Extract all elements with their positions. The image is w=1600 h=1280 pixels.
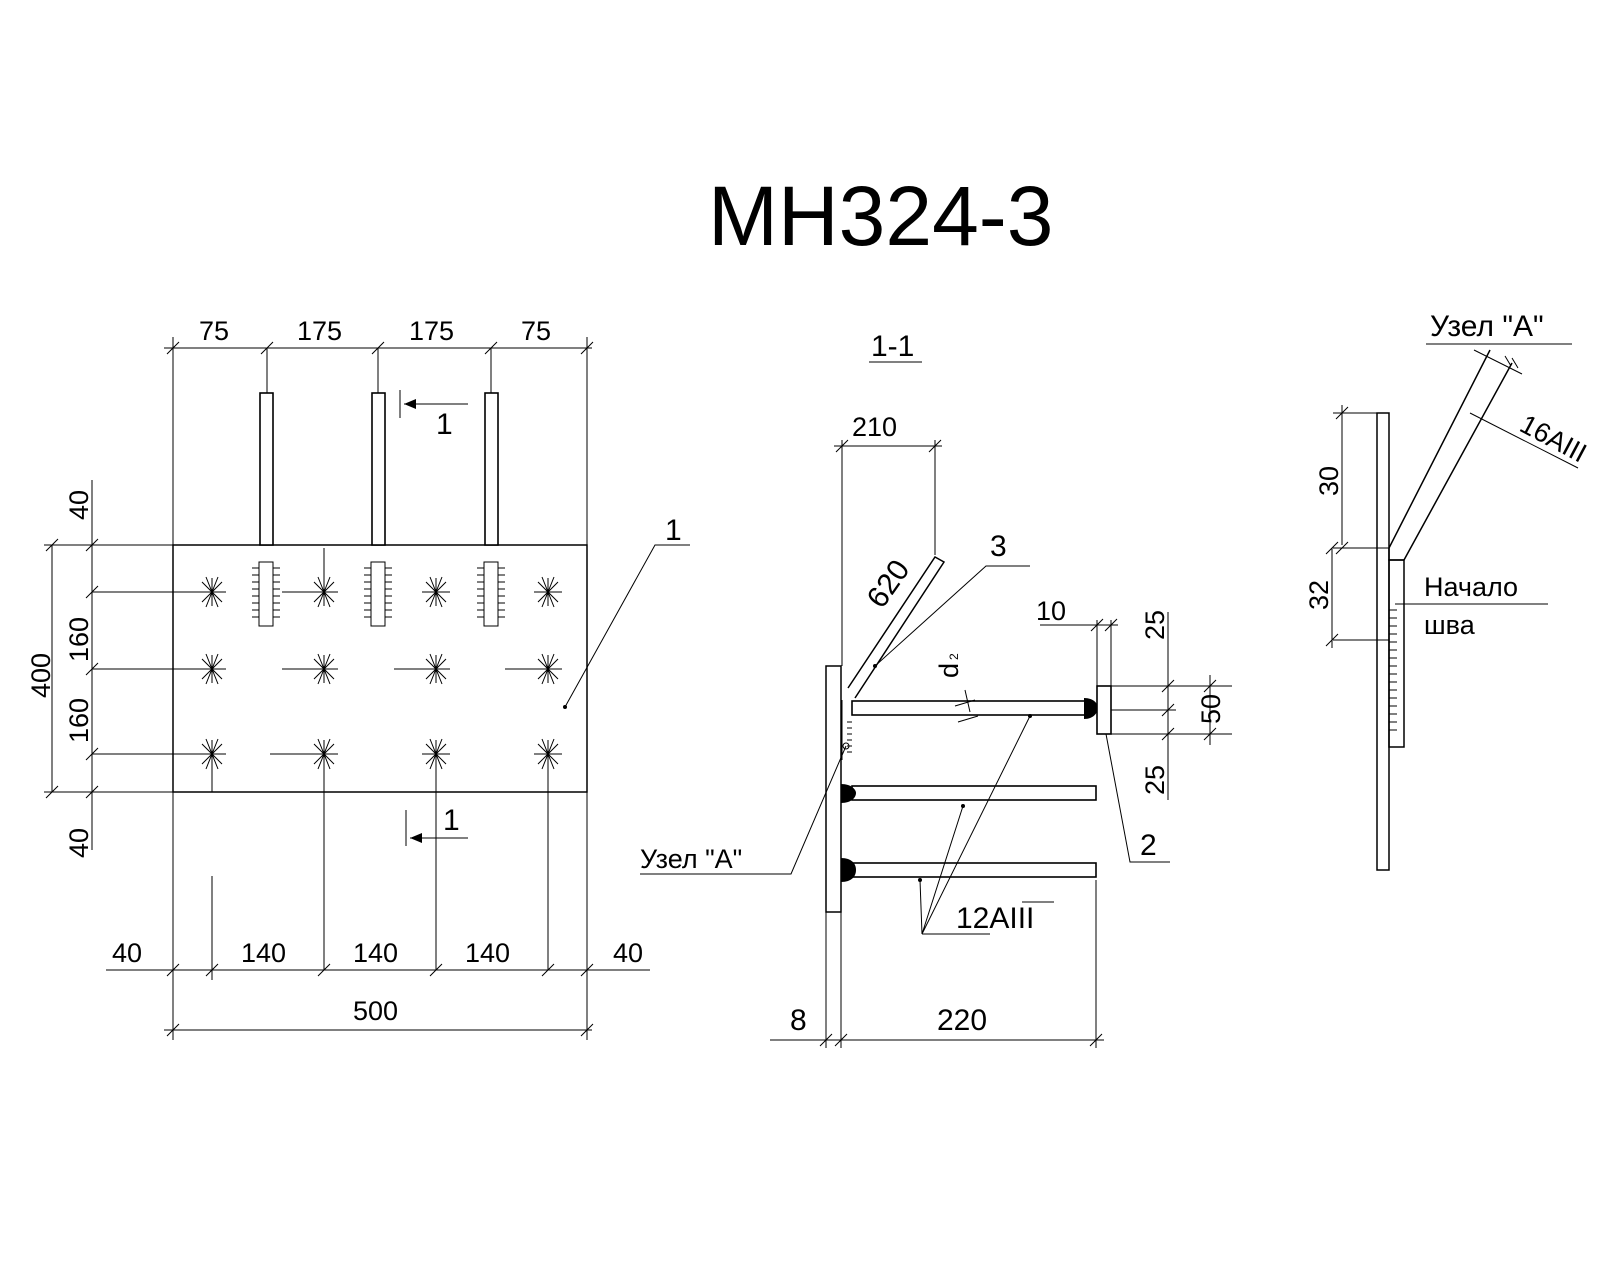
svg-text:25: 25 xyxy=(1140,610,1170,640)
anchor-bar-top-1 xyxy=(259,392,274,546)
dim-bottom-140-1: 140 xyxy=(241,938,286,968)
weld-start-line1: Начало xyxy=(1424,572,1518,602)
svg-text:30: 30 xyxy=(1314,466,1344,496)
weld-mark-1 xyxy=(252,561,280,627)
svg-text:8: 8 xyxy=(790,1004,807,1037)
anchor-bar-top-2 xyxy=(371,392,386,546)
node-a-callout: Узел "А" xyxy=(640,844,742,874)
svg-text:10: 10 xyxy=(1036,596,1066,626)
dim-left-160-upper: 160 xyxy=(64,617,94,662)
dim-bottom-40-right: 40 xyxy=(613,938,643,968)
dim-left-40-top: 40 xyxy=(64,490,94,520)
section-plate xyxy=(825,665,842,913)
node-rebar xyxy=(1388,349,1513,561)
svg-text:d: d xyxy=(934,663,964,678)
svg-text:620: 620 xyxy=(861,554,917,614)
section-view: 1-1 210 620 3 d 2 10 xyxy=(640,330,1232,1048)
svg-text:2: 2 xyxy=(947,653,961,660)
svg-text:210: 210 xyxy=(852,412,897,442)
node-a-title: Узел "А" xyxy=(1430,310,1544,343)
svg-text:1: 1 xyxy=(665,514,682,547)
dim-left-400: 400 xyxy=(26,653,56,698)
weld-point-symbols xyxy=(198,576,562,770)
drawing-title: МН324-3 xyxy=(708,169,1053,263)
section-label: 1-1 xyxy=(871,330,914,363)
plan-top-dimensions: 75 175 175 75 xyxy=(164,316,594,545)
weld-mark-3 xyxy=(477,561,505,627)
weld-mark-2 xyxy=(364,561,392,627)
callout-plate: 1 xyxy=(563,514,690,709)
anchor-bar-top-3 xyxy=(484,392,499,546)
anchor-bar-1 xyxy=(851,700,1091,716)
dim-top-75-left: 75 xyxy=(199,316,229,346)
section-mark-bottom: 1 xyxy=(405,804,468,846)
dim-bottom-140-2: 140 xyxy=(353,938,398,968)
dim-top-175-right: 175 xyxy=(409,316,454,346)
dim-left-40-bottom: 40 xyxy=(64,828,94,858)
end-washer xyxy=(1096,685,1112,735)
node-a-view: Узел "А" 16АIII 30 32 Начало шва xyxy=(1304,310,1592,871)
dim-bottom-40-left: 40 xyxy=(112,938,142,968)
plan-left-dimensions: 400 40 160 160 40 xyxy=(26,480,173,858)
svg-text:1: 1 xyxy=(436,408,453,441)
plan-bottom-dimensions: 40 140 140 140 40 500 xyxy=(106,792,650,1040)
dim-top-75-right: 75 xyxy=(521,316,551,346)
dim-left-160-lower: 160 xyxy=(64,698,94,743)
dim-top-175-left: 175 xyxy=(297,316,342,346)
anchor-bar-3 xyxy=(851,862,1097,878)
dim-bottom-500: 500 xyxy=(353,996,398,1026)
svg-text:2: 2 xyxy=(1140,829,1157,862)
svg-text:25: 25 xyxy=(1140,765,1170,795)
svg-text:1: 1 xyxy=(443,804,460,837)
node-plate xyxy=(1376,412,1390,871)
inclined-anchor xyxy=(847,556,946,699)
dim-bottom-140-3: 140 xyxy=(465,938,510,968)
rebar-label-16: 16АIII xyxy=(1515,409,1591,469)
weld-start-line2: шва xyxy=(1424,610,1476,640)
svg-text:220: 220 xyxy=(937,1004,987,1037)
svg-text:3: 3 xyxy=(990,530,1007,563)
rebar-label-12: 12АIII xyxy=(956,902,1034,935)
svg-text:32: 32 xyxy=(1304,580,1334,610)
section-mark-top: 1 xyxy=(399,390,468,441)
plan-view: 75 175 175 75 400 40 160 160 40 40 140 1… xyxy=(26,316,690,1040)
anchor-bar-2 xyxy=(851,785,1097,801)
svg-text:50: 50 xyxy=(1196,694,1226,724)
